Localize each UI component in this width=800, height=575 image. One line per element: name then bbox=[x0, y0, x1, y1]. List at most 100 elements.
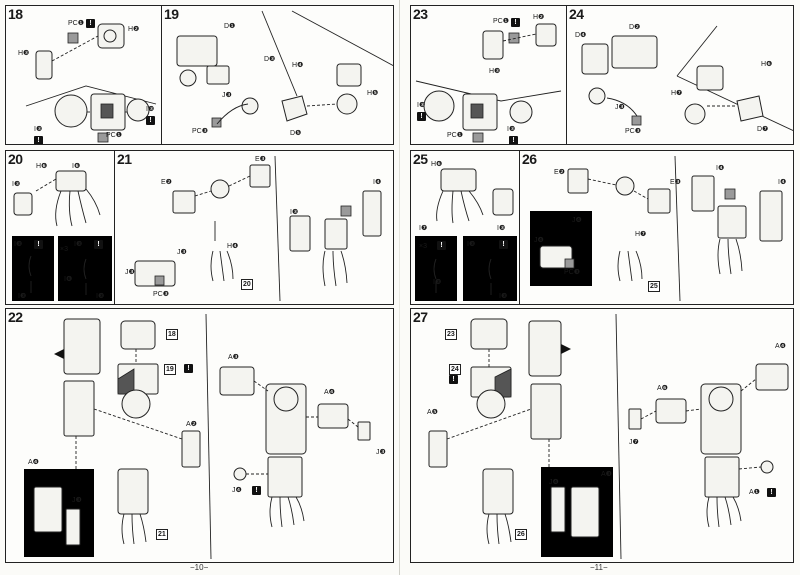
step-reference: 25 bbox=[648, 281, 660, 292]
exclamation-box-icon: ! bbox=[252, 486, 261, 495]
step-number: 22 bbox=[8, 309, 23, 325]
exclamation-box-icon: ! bbox=[184, 364, 193, 373]
step-25-diagram bbox=[415, 168, 517, 301]
part-label: H❻ bbox=[36, 163, 48, 170]
step-reference: 21 bbox=[156, 529, 168, 540]
exclamation-box-icon: ! bbox=[86, 19, 95, 28]
part-label: I❹ bbox=[716, 165, 725, 172]
part-label: I❸ bbox=[507, 126, 516, 133]
step-18-diagram bbox=[25, 23, 157, 143]
step-21-panel: 21 E❷ E❸ I❹ H❹ J❸ J❸ PC❸ I❸ 20 bbox=[114, 150, 394, 305]
part-label: H❸ bbox=[489, 68, 501, 75]
exclamation-box-icon: ! bbox=[146, 116, 155, 125]
part-label: D❷ bbox=[629, 24, 641, 31]
part-label: A❶ bbox=[749, 489, 760, 496]
part-label: H❹ bbox=[227, 243, 239, 250]
part-label: ×3 bbox=[419, 243, 427, 250]
step-number: 27 bbox=[413, 309, 428, 325]
step-number: 19 bbox=[164, 6, 179, 22]
part-label: D❺ bbox=[290, 130, 302, 137]
part-label: J❸ bbox=[222, 92, 232, 99]
part-label: D❼ bbox=[757, 126, 769, 133]
part-label: J❸ bbox=[615, 104, 625, 111]
part-label: E❸ bbox=[670, 179, 681, 186]
part-label: J❸ bbox=[376, 449, 386, 456]
step-26-diagram bbox=[530, 155, 783, 302]
part-label: I❸ bbox=[12, 181, 21, 188]
part-label: H❷ bbox=[128, 26, 140, 33]
step-20-panel: 20 H❻ I❻ I❸ I❸ ×3 I❸ I❻ I❸ I❸ ! ! bbox=[5, 150, 115, 305]
part-label: I❹ bbox=[373, 179, 382, 186]
part-label: J❸ bbox=[177, 249, 187, 256]
right-instruction-page: 23 PC❶ H❷ H❸ I❸ I❸ PC❶ ! ! ! 24 bbox=[400, 0, 800, 575]
part-label: I❸ bbox=[96, 293, 105, 300]
step-23-panel: 23 PC❶ H❷ H❸ I❸ I❸ PC❶ ! ! ! bbox=[410, 5, 567, 145]
part-label: A❸ bbox=[228, 354, 239, 361]
step-22-diagram bbox=[24, 313, 371, 560]
part-label: E❷ bbox=[554, 169, 565, 176]
exclamation-box-icon: ! bbox=[437, 241, 446, 250]
exclamation-box-icon: ! bbox=[34, 136, 43, 144]
step-18-panel: 18 PC❶ H❷ H❸ I❸ I❸ PC❶ ! ! ! bbox=[5, 5, 162, 145]
part-label: I❹ bbox=[778, 179, 787, 186]
part-label: I❸ bbox=[34, 126, 43, 133]
exclamation-box-icon: ! bbox=[94, 240, 103, 249]
part-label: I❻ bbox=[72, 163, 81, 170]
step-reference: 20 bbox=[241, 279, 253, 290]
part-label: I❸ bbox=[18, 293, 27, 300]
step-27-diagram bbox=[428, 313, 789, 560]
part-label: I❸ bbox=[417, 102, 426, 109]
part-label: I❸ bbox=[497, 225, 506, 232]
part-label: PC❶ bbox=[447, 132, 463, 139]
part-label: H❻ bbox=[431, 161, 443, 168]
part-label: ×3 bbox=[60, 246, 68, 253]
step-number: 21 bbox=[117, 151, 132, 167]
exclamation-box-icon: ! bbox=[417, 112, 426, 121]
part-label: D❶ bbox=[224, 23, 236, 30]
step-25-panel: 25 H❻ I❼ I❸ ×3 I❸ I❸ I❸ ! ! bbox=[410, 150, 520, 305]
step-reference: 18 bbox=[166, 329, 178, 340]
step-21-diagram bbox=[134, 155, 382, 302]
step-number: 23 bbox=[413, 6, 428, 22]
part-label: A❻ bbox=[657, 385, 668, 392]
step-reference: 19 bbox=[164, 364, 176, 375]
part-label: A❸ bbox=[601, 471, 612, 478]
part-label: E❷ bbox=[161, 179, 172, 186]
part-label: J❹ bbox=[534, 237, 544, 244]
part-label: H❼ bbox=[671, 90, 683, 97]
step-20-diagram bbox=[12, 170, 112, 301]
step-number: 24 bbox=[569, 6, 584, 22]
part-label: H❹ bbox=[292, 62, 304, 69]
step-26-panel: 26 E❷ E❸ I❹ H❼ J❹ J❹ PC❸ I❹ 25 bbox=[519, 150, 794, 305]
part-label: H❷ bbox=[533, 14, 545, 21]
step-22-panel: 22 bbox=[5, 308, 394, 563]
part-label: PC❶ bbox=[493, 18, 509, 25]
part-label: J❹ bbox=[549, 479, 559, 486]
step-24-panel: 24 D❷ D❹ H❻ H❼ J❸ PC❸ D❼ bbox=[566, 5, 794, 145]
part-label: J❼ bbox=[629, 439, 639, 446]
part-label: PC❸ bbox=[153, 291, 169, 298]
page-number: −11− bbox=[590, 563, 608, 572]
exclamation-box-icon: ! bbox=[499, 240, 508, 249]
part-label: PC❶ bbox=[106, 132, 122, 139]
step-reference: 26 bbox=[515, 529, 527, 540]
step-reference: 23 bbox=[445, 329, 457, 340]
part-label: J❹ bbox=[232, 487, 242, 494]
step-number: 25 bbox=[413, 151, 428, 167]
part-label: I❻ bbox=[64, 276, 73, 283]
part-label: E❸ bbox=[255, 156, 266, 163]
step-number: 18 bbox=[8, 6, 23, 22]
part-label: H❸ bbox=[18, 50, 30, 57]
part-label: I❸ bbox=[146, 106, 155, 113]
part-label: I❸ bbox=[14, 241, 23, 248]
part-label: PC❶ bbox=[68, 20, 84, 27]
part-label: A❹ bbox=[28, 459, 39, 466]
part-label: H❼ bbox=[635, 231, 647, 238]
part-label: PC❸ bbox=[564, 269, 580, 276]
left-instruction-page: 18 PC❶ H❷ H❸ I❸ I❸ PC❶ ! ! ! 19 bbox=[5, 5, 394, 572]
part-label: D❸ bbox=[264, 56, 276, 63]
exclamation-box-icon: ! bbox=[511, 18, 520, 27]
part-label: H❻ bbox=[761, 61, 773, 68]
part-label: J❸ bbox=[72, 497, 82, 504]
part-label: H❺ bbox=[367, 90, 379, 97]
